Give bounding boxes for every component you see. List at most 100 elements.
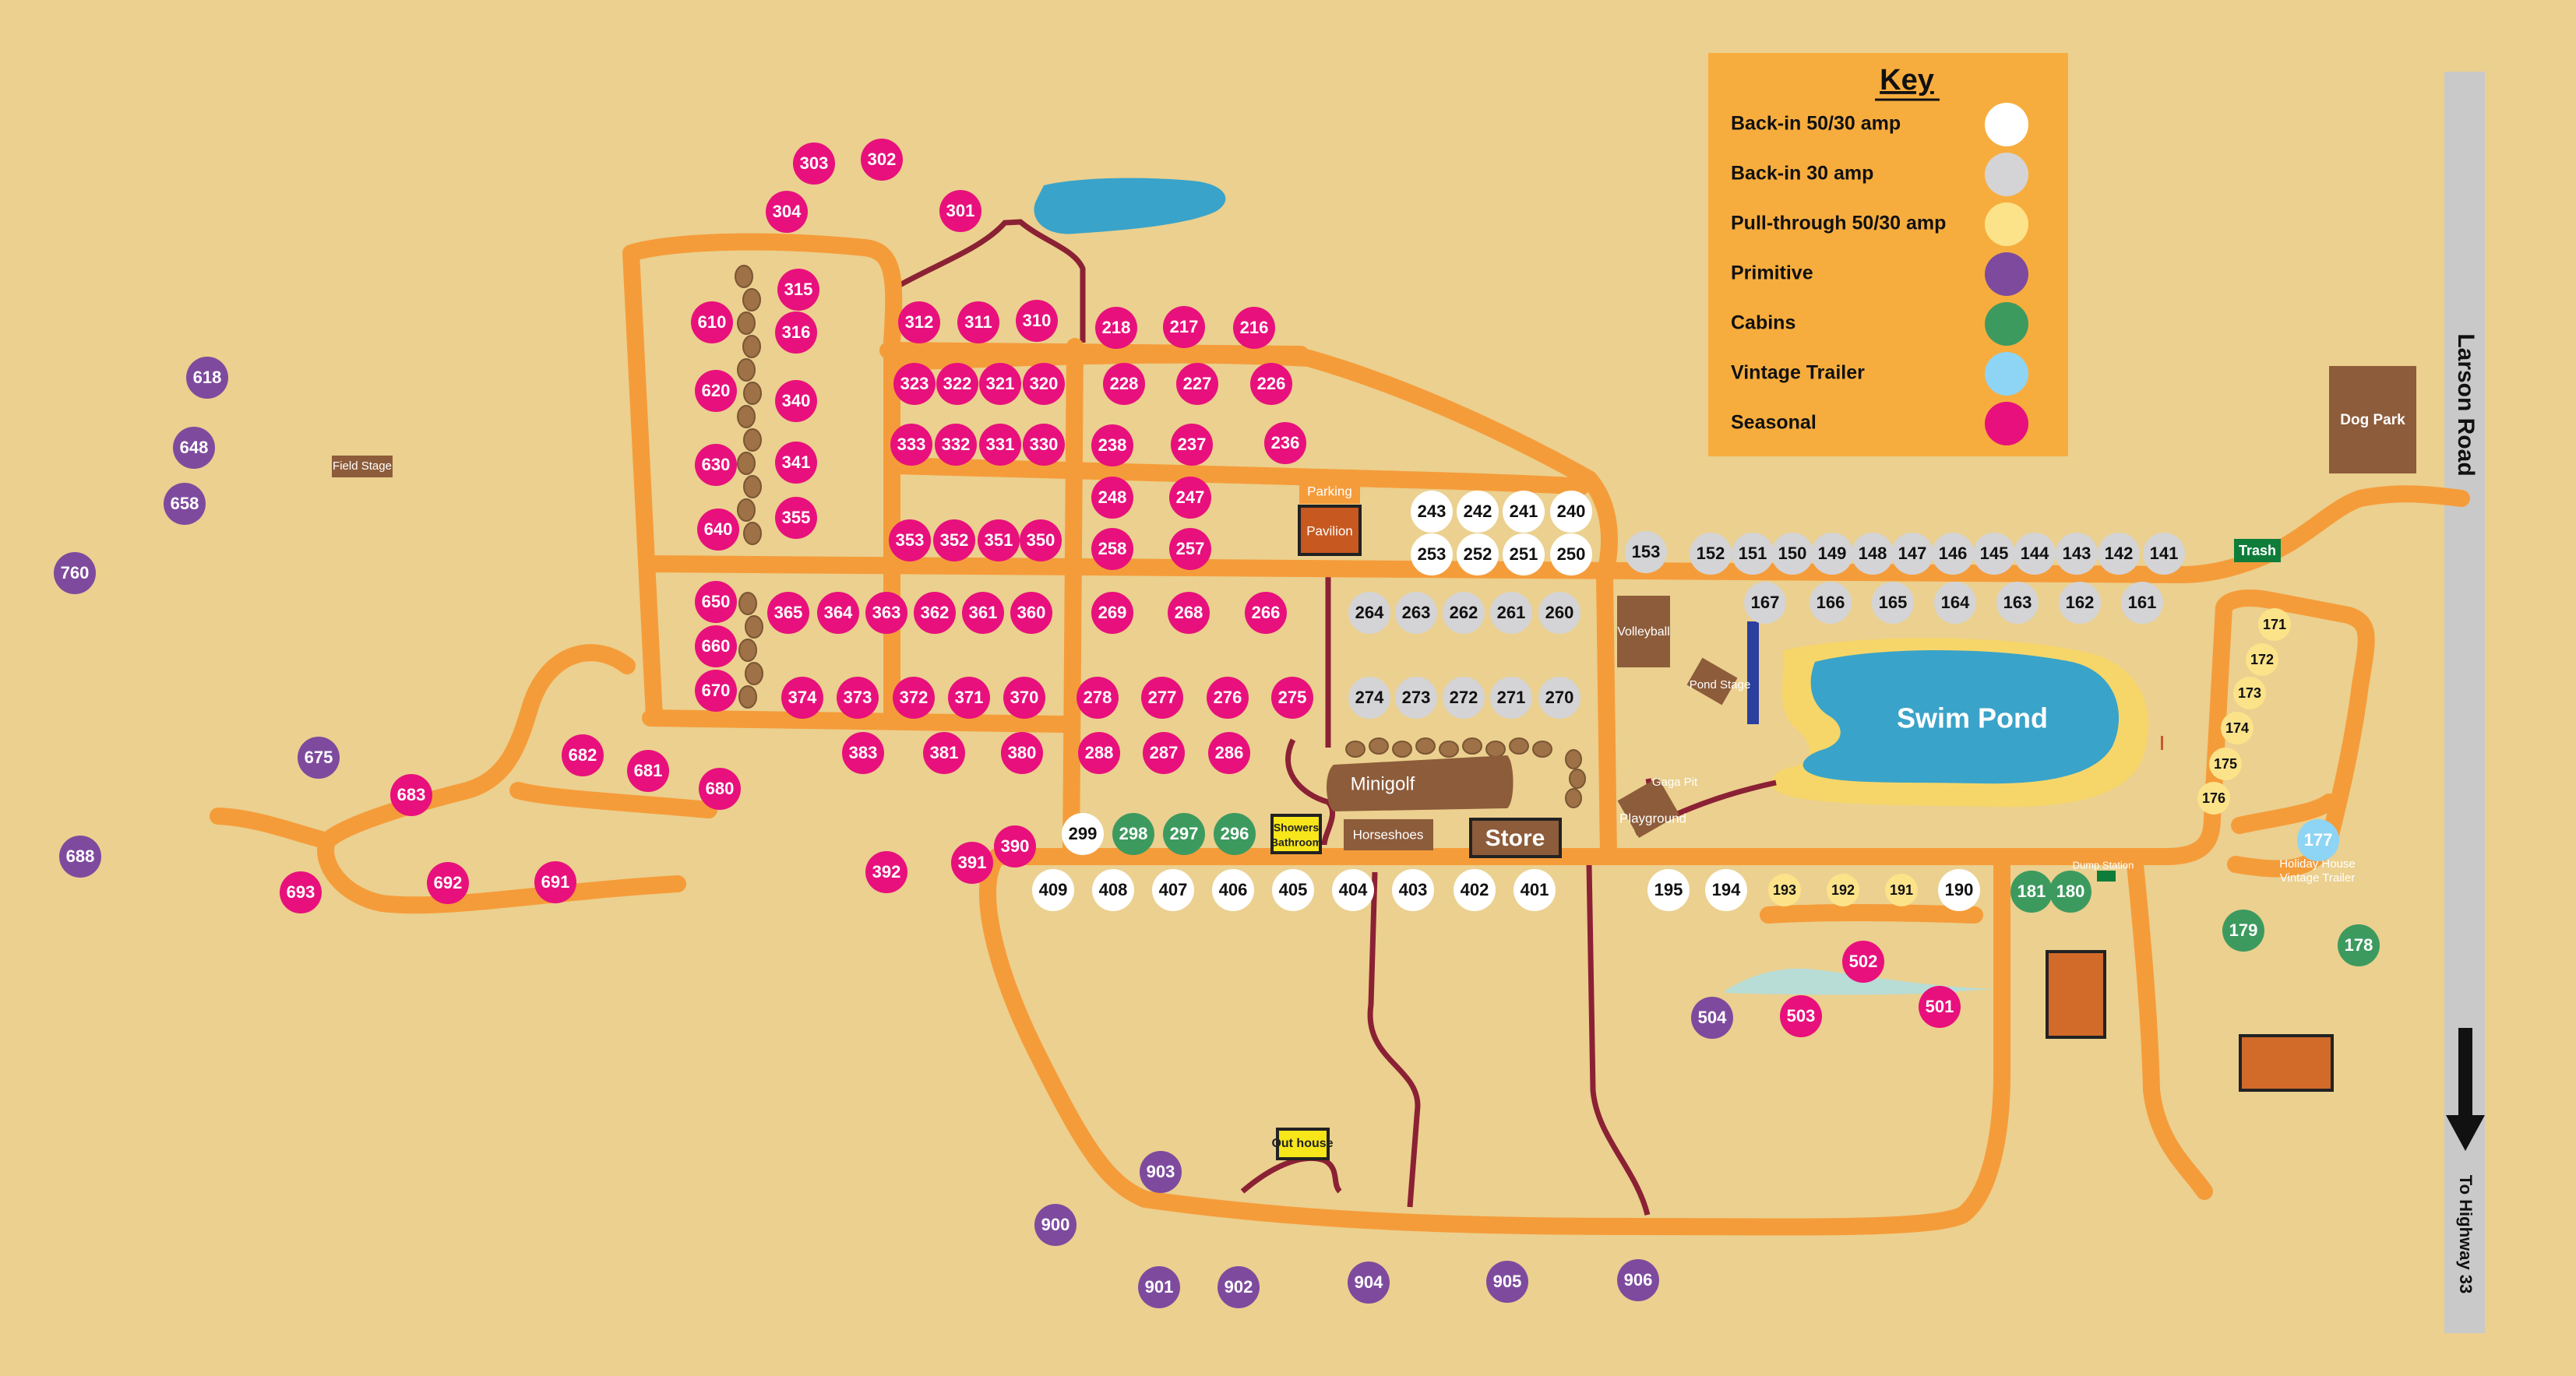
campsite-312[interactable]: 312 xyxy=(898,301,940,343)
campsite-692[interactable]: 692 xyxy=(427,862,469,904)
campsite-311[interactable]: 311 xyxy=(957,301,999,343)
campsite-148[interactable]: 148 xyxy=(1852,533,1894,575)
campsite-273[interactable]: 273 xyxy=(1395,677,1437,719)
campsite-371[interactable]: 371 xyxy=(948,677,990,719)
site-marker[interactable] xyxy=(2197,782,2230,815)
site-marker[interactable] xyxy=(1690,533,1732,575)
site-marker[interactable] xyxy=(893,363,936,405)
campsite-141[interactable]: 141 xyxy=(2143,533,2185,575)
site-marker[interactable] xyxy=(775,311,817,354)
campsite-691[interactable]: 691 xyxy=(534,861,576,903)
campsite-162[interactable]: 162 xyxy=(2059,582,2101,624)
campsite-323[interactable]: 323 xyxy=(893,363,936,405)
site-marker[interactable] xyxy=(1810,582,1852,624)
site-marker[interactable] xyxy=(890,424,932,466)
site-marker[interactable] xyxy=(1023,424,1065,466)
site-marker[interactable] xyxy=(390,774,432,816)
site-marker[interactable] xyxy=(627,750,669,792)
campsite-901[interactable]: 901 xyxy=(1138,1266,1180,1308)
site-marker[interactable] xyxy=(1095,307,1137,349)
campsite-760[interactable]: 760 xyxy=(54,552,96,594)
site-marker[interactable] xyxy=(1208,732,1250,774)
site-marker[interactable] xyxy=(1010,592,1052,634)
site-marker[interactable] xyxy=(699,768,741,810)
campsite-370[interactable]: 370 xyxy=(1003,677,1045,719)
site-marker[interactable] xyxy=(697,509,739,551)
site-marker[interactable] xyxy=(173,427,215,469)
site-marker[interactable] xyxy=(1827,874,1859,906)
campsite-392[interactable]: 392 xyxy=(865,851,907,893)
site-marker[interactable] xyxy=(1348,1262,1390,1304)
campsite-648[interactable]: 648 xyxy=(173,427,215,469)
campsite-409[interactable]: 409 xyxy=(1032,869,1074,911)
site-marker[interactable] xyxy=(1490,677,1532,719)
campsite-298[interactable]: 298 xyxy=(1112,813,1154,855)
campsite-270[interactable]: 270 xyxy=(1538,677,1580,719)
campsite-905[interactable]: 905 xyxy=(1486,1261,1528,1303)
site-marker[interactable] xyxy=(865,851,907,893)
site-marker[interactable] xyxy=(1348,592,1390,634)
site-marker[interactable] xyxy=(1891,533,1933,575)
site-marker[interactable] xyxy=(1392,869,1434,911)
campsite-904[interactable]: 904 xyxy=(1348,1262,1390,1304)
site-marker[interactable] xyxy=(1780,995,1822,1037)
site-marker[interactable] xyxy=(837,677,879,719)
site-marker[interactable] xyxy=(1938,869,1980,911)
site-marker[interactable] xyxy=(1852,533,1894,575)
site-marker[interactable] xyxy=(1092,869,1134,911)
campsite-315[interactable]: 315 xyxy=(777,269,819,311)
campsite-683[interactable]: 683 xyxy=(390,774,432,816)
campsite-381[interactable]: 381 xyxy=(923,732,965,774)
campsite-682[interactable]: 682 xyxy=(562,734,604,776)
site-marker[interactable] xyxy=(1457,491,1499,533)
site-marker[interactable] xyxy=(1140,1151,1182,1193)
site-marker[interactable] xyxy=(1457,533,1499,575)
site-marker[interactable] xyxy=(1264,422,1306,464)
site-marker[interactable] xyxy=(1245,592,1287,634)
campsite-670[interactable]: 670 xyxy=(695,670,737,712)
site-marker[interactable] xyxy=(1503,533,1545,575)
site-marker[interactable] xyxy=(979,424,1021,466)
site-marker[interactable] xyxy=(1538,677,1580,719)
campsite-372[interactable]: 372 xyxy=(893,677,935,719)
campsite-274[interactable]: 274 xyxy=(1348,677,1390,719)
campsite-620[interactable]: 620 xyxy=(695,370,737,412)
campsite-248[interactable]: 248 xyxy=(1091,477,1133,519)
site-marker[interactable] xyxy=(1411,491,1453,533)
site-marker[interactable] xyxy=(1454,869,1496,911)
campsite-226[interactable]: 226 xyxy=(1250,363,1292,405)
site-marker[interactable] xyxy=(1395,677,1437,719)
site-marker[interactable] xyxy=(1091,528,1133,570)
site-marker[interactable] xyxy=(914,592,956,634)
campsite-278[interactable]: 278 xyxy=(1077,677,1119,719)
site-marker[interactable] xyxy=(427,862,469,904)
site-marker[interactable] xyxy=(1103,363,1145,405)
site-marker[interactable] xyxy=(939,190,981,232)
site-marker[interactable] xyxy=(898,301,940,343)
campsite-144[interactable]: 144 xyxy=(2014,533,2056,575)
campsite-257[interactable]: 257 xyxy=(1169,528,1211,570)
campsite-383[interactable]: 383 xyxy=(842,732,884,774)
campsite-350[interactable]: 350 xyxy=(1020,519,1062,561)
site-marker[interactable] xyxy=(1138,1266,1180,1308)
site-marker[interactable] xyxy=(1744,582,1786,624)
site-marker[interactable] xyxy=(1091,477,1133,519)
site-marker[interactable] xyxy=(781,677,823,719)
campsite-503[interactable]: 503 xyxy=(1780,995,1822,1037)
campsite-332[interactable]: 332 xyxy=(935,424,977,466)
site-marker[interactable] xyxy=(298,737,340,779)
campsite-264[interactable]: 264 xyxy=(1348,592,1390,634)
site-marker[interactable] xyxy=(889,519,931,561)
campsite-250[interactable]: 250 xyxy=(1550,533,1592,575)
site-marker[interactable] xyxy=(1691,997,1733,1039)
site-marker[interactable] xyxy=(767,592,809,634)
campsite-145[interactable]: 145 xyxy=(1973,533,2015,575)
campsite-355[interactable]: 355 xyxy=(775,497,817,539)
site-marker[interactable] xyxy=(695,444,737,486)
site-marker[interactable] xyxy=(978,519,1020,561)
campsite-675[interactable]: 675 xyxy=(298,737,340,779)
site-marker[interactable] xyxy=(1625,531,1667,573)
campsite-180[interactable]: 180 xyxy=(2049,871,2091,913)
site-marker[interactable] xyxy=(2209,748,2242,780)
site-marker[interactable] xyxy=(793,143,835,185)
